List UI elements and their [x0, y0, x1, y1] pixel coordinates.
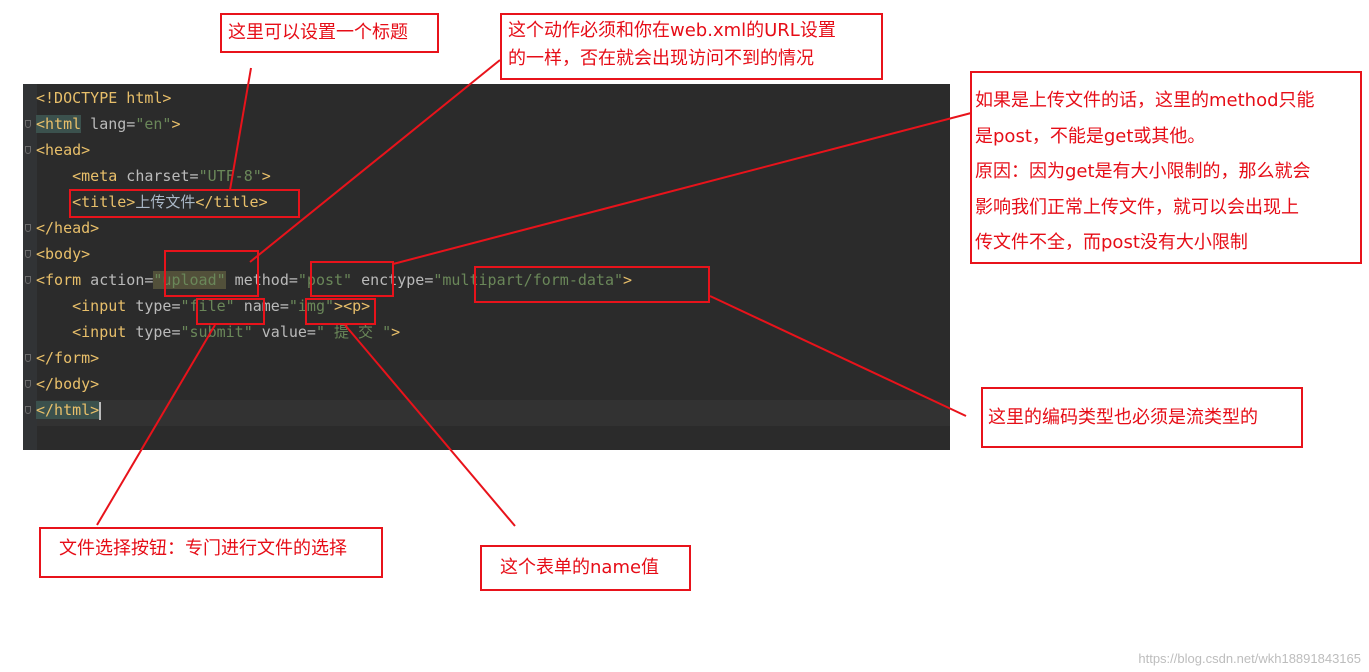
highlight-box-name [305, 298, 376, 325]
note-file: 文件选择按钮：专门进行文件的选择 [39, 527, 383, 578]
code-line-head-open[interactable]: <head> [36, 137, 90, 163]
note-method-line: 如果是上传文件的话，这里的method只能 [975, 90, 1315, 111]
connector-title [229, 67, 252, 191]
code-line-html-open[interactable]: <html lang="en"> [36, 111, 181, 137]
code-line-input-file[interactable]: <input type="file" name="img"><p> [36, 293, 370, 319]
tag-close-token: > [623, 271, 633, 289]
note-method: 如果是上传文件的话，这里的method只能是post，不能是get或其他。原因：… [970, 71, 1362, 264]
action-value-token: "upload" [153, 271, 226, 289]
meta-tag-token: <meta [72, 167, 118, 185]
fold-marker-icon[interactable] [25, 120, 31, 128]
input-tag-token: <input [72, 297, 127, 315]
code-line-head-close[interactable]: </head> [36, 215, 99, 241]
code-line-form-close[interactable]: </form> [36, 345, 99, 371]
code-line-input-submit[interactable]: <input type="submit" value=" 提 交 "> [36, 319, 400, 345]
tag-close-token: > [391, 323, 401, 341]
note-name-text: 这个表单的name值 [500, 557, 660, 578]
note-title-text: 这里可以设置一个标题 [228, 22, 408, 43]
note-method-line: 传文件不全，而post没有大小限制 [975, 232, 1248, 253]
title-close-token: </title> [195, 193, 268, 211]
note-action: 这个动作必须和你在web.xml的URL设置的一样，否在就会出现访问不到的情况 [500, 13, 883, 80]
code-line-html-close[interactable]: </html> [36, 397, 102, 423]
charset-value-token: "UTF-8" [198, 167, 262, 185]
note-enctype-text: 这里的编码类型也必须是流类型的 [988, 407, 1258, 428]
p-tag-token: <p> [343, 297, 371, 315]
submit-label-value-token: " 提 交 " [315, 323, 392, 341]
note-method-line: 影响我们正常上传文件，就可以会出现上 [975, 196, 1299, 218]
code-line-doctype[interactable]: <!DOCTYPE html> [36, 85, 171, 111]
note-enctype: 这里的编码类型也必须是流类型的 [981, 387, 1303, 448]
enctype-value-token: "multipart/form-data" [433, 271, 624, 289]
connector-file [96, 324, 216, 526]
fold-marker-icon[interactable] [25, 406, 31, 414]
action-attr-token: action= [81, 271, 154, 289]
fold-marker-icon[interactable] [25, 146, 31, 154]
note-action-line: 的一样，否在就会出现访问不到的情况 [508, 48, 814, 69]
highlight-box-method [310, 261, 394, 297]
form-tag-token: <form [36, 271, 82, 289]
fold-marker-icon[interactable] [25, 354, 31, 362]
note-title: 这里可以设置一个标题 [220, 13, 439, 53]
highlight-box-title [69, 189, 300, 218]
fold-marker-icon[interactable] [25, 276, 31, 284]
input-tag-token: <input [72, 323, 127, 341]
fold-marker-icon[interactable] [25, 250, 31, 258]
body-close-token: </body> [36, 375, 100, 393]
highlight-box-action [164, 250, 259, 297]
code-line-body-close[interactable]: </body> [36, 371, 99, 397]
code-line-body-open[interactable]: <body> [36, 241, 90, 267]
fold-marker-icon[interactable] [25, 224, 31, 232]
method-attr-token: method= [225, 271, 298, 289]
html-close-token: </html> [36, 401, 100, 419]
note-action-line: 这个动作必须和你在web.xml的URL设置 [508, 20, 836, 41]
name-attr-token: name= [234, 297, 289, 315]
watermark: https://blog.csdn.net/wkh18891843165 [1138, 651, 1361, 666]
lang-value-token: "en" [135, 115, 172, 133]
tag-close-token: > [261, 167, 271, 185]
body-open-token: <body> [36, 245, 91, 263]
title-open-token: <title> [72, 193, 136, 211]
code-line-meta[interactable]: <meta charset="UTF-8"> [36, 163, 271, 189]
connector-action [249, 59, 501, 263]
highlight-box-file [196, 298, 265, 325]
editor-gutter [23, 84, 37, 450]
text-cursor [99, 401, 102, 420]
doctype-token: <!DOCTYPE html> [36, 89, 172, 107]
note-name: 这个表单的name值 [480, 545, 691, 591]
note-method-line: 原因：因为get是有大小限制的，那么就会 [975, 161, 1311, 182]
title-text-token: 上传文件 [135, 193, 196, 211]
form-close-token: </form> [36, 349, 100, 367]
tag-close-token: > [334, 297, 344, 315]
lang-attr-token: lang= [81, 115, 136, 133]
highlight-box-enctype [474, 266, 710, 303]
head-close-token: </head> [36, 219, 100, 237]
type-attr-token: type= [126, 297, 181, 315]
code-line-form[interactable]: <form action="upload" method="post" enct… [36, 267, 632, 293]
type-file-value-token: "file" [180, 297, 235, 315]
type-attr-token: type= [126, 323, 181, 341]
note-method-line: 是post，不能是get或其他。 [975, 125, 1206, 147]
type-submit-value-token: "submit" [180, 323, 253, 341]
html-tag-token: <html [36, 115, 82, 133]
enctype-attr-token: enctype= [352, 271, 434, 289]
value-attr-token: value= [252, 323, 316, 341]
note-file-text: 文件选择按钮：专门进行文件的选择 [59, 538, 347, 559]
tag-close-token: > [171, 115, 181, 133]
connector-method [392, 111, 976, 265]
current-line-highlight [37, 400, 950, 426]
charset-attr-token: charset= [117, 167, 199, 185]
fold-marker-icon[interactable] [25, 380, 31, 388]
connector-name [344, 324, 516, 527]
name-value-token: "img" [288, 297, 335, 315]
head-open-token: <head> [36, 141, 91, 159]
code-line-title[interactable]: <title>上传文件</title> [36, 189, 268, 215]
connector-enctype [709, 295, 967, 417]
